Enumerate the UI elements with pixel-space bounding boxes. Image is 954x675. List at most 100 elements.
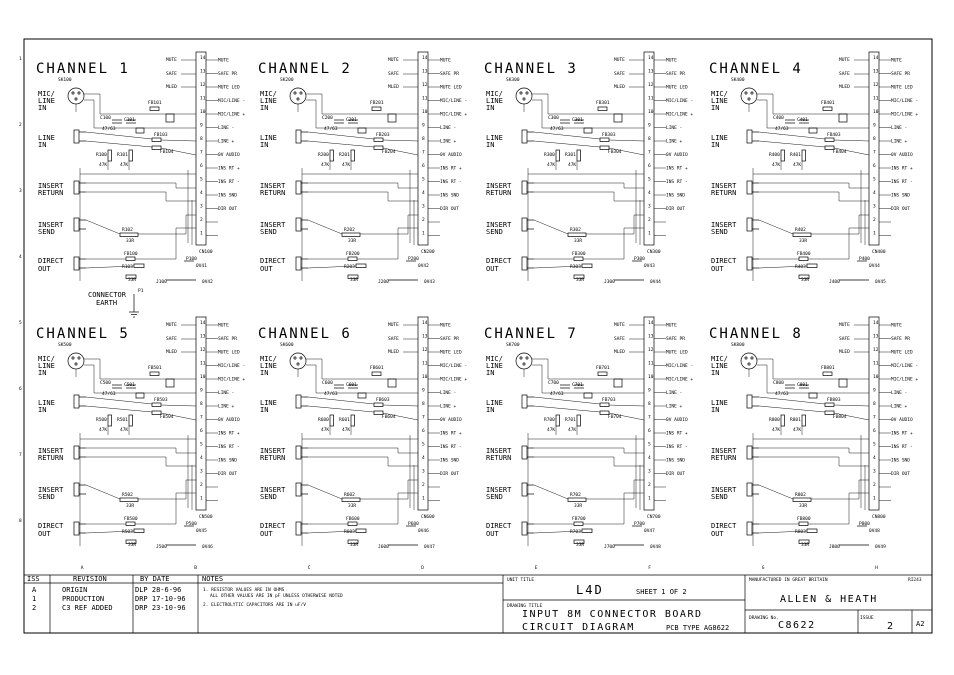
grid-col-f: F <box>648 565 651 571</box>
net-safe: SAFE <box>839 336 850 342</box>
grid-row-4: 4 <box>19 254 22 260</box>
res-b-ref: R701 <box>565 417 576 423</box>
line-in-label-1: LINE <box>486 134 503 142</box>
res-b-val: 47K <box>793 427 801 433</box>
mic-line-label-1: MIC/ <box>486 355 503 363</box>
direct-out-resistor-2 <box>125 539 137 544</box>
pin-name: MIC/LINE - <box>218 98 245 104</box>
direct-ferrite-ref: FB600 <box>346 516 360 522</box>
mic-line-label-1: MIC/ <box>38 90 55 98</box>
rev-0-by: DLP 28-6-96 <box>135 586 181 594</box>
res-a-ref: R400 <box>769 152 780 158</box>
pin-name: DIR OUT <box>891 206 910 212</box>
insert-return-label-1: INSERT <box>486 447 512 455</box>
pin-number: 4 <box>422 190 425 196</box>
jack-net: 0V42 <box>202 279 213 285</box>
pin-number: 13 <box>200 69 206 75</box>
ferrite-1 <box>371 106 382 111</box>
pin-name: MIC/LINE - <box>891 363 918 369</box>
xlr-socket-ref: SK500 <box>58 342 72 348</box>
pin-number: 2 <box>422 482 425 488</box>
pin-name: SAFE PR <box>891 336 910 342</box>
pin-name: LINE - <box>891 390 907 396</box>
rev-0-iss: A <box>32 586 37 594</box>
ferrite-1 <box>597 106 608 111</box>
rev-2-by: DRP 23-10-96 <box>135 604 186 612</box>
issue-label: ISSUE <box>860 615 874 621</box>
pin-number: 2 <box>422 217 425 223</box>
plug-net: 0V47 <box>644 528 655 534</box>
net-mute: MUTE <box>839 322 850 328</box>
pin-name: DIR OUT <box>440 471 459 477</box>
rev-1-desc: PRODUCTION <box>62 595 104 603</box>
xlr-socket-ref: SK200 <box>280 77 294 83</box>
pin-name: SAFE PR <box>218 336 237 342</box>
pin-name: INS RT + <box>891 431 913 437</box>
title-block: ISS REVISION BY DATE NOTES A ORIGIN DLP … <box>24 574 932 633</box>
res-a-ref: R300 <box>544 152 555 158</box>
jack-net: 0V48 <box>650 544 661 550</box>
jack-ref: J300 <box>604 279 615 285</box>
pin-number: 4 <box>648 190 651 196</box>
pin-name: 0V AUDIO <box>666 152 688 158</box>
jack-net: 0V45 <box>875 279 886 285</box>
line-in-label-2: IN <box>711 406 719 414</box>
cap-1-ref: C600 <box>322 380 333 386</box>
note-2: 2. ELECTROLYTIC CAPACITORS ARE IN uF/V <box>203 602 306 608</box>
cap-1-ref: C300 <box>548 115 559 121</box>
pin-number: 14 <box>648 320 654 326</box>
mic-line-label-1: MIC/ <box>486 90 503 98</box>
connector-earth: CONNECTOR EARTH P1 <box>88 288 144 318</box>
pin-name: MIC/LINE - <box>218 363 245 369</box>
pin-number: 9 <box>648 388 651 394</box>
insert-send-label-2: SEND <box>711 493 728 501</box>
pin-number: 14 <box>873 55 879 61</box>
pin-name: MUTE LED <box>891 85 913 91</box>
connector-ref: CN800 <box>872 514 886 520</box>
pin-name: INS SND <box>218 458 237 464</box>
plug-ref: P600 <box>408 521 419 527</box>
channel-5: CHANNEL 5MIC/LINEINLINEININSERTRETURNINS… <box>36 316 245 550</box>
wiring <box>301 358 419 546</box>
pin-name: LINE - <box>218 390 234 396</box>
insert-send-resistor <box>341 497 361 502</box>
mic-line-label-3: IN <box>38 104 46 112</box>
insert-return-label-2: RETURN <box>38 454 63 462</box>
rev-0-desc: ORIGIN <box>62 586 87 594</box>
pin-number: 6 <box>200 163 203 169</box>
pin-name: DIR OUT <box>666 471 685 477</box>
plug-net: 0V45 <box>196 528 207 534</box>
pin-name: INS RT - <box>440 179 462 185</box>
pin-number: 5 <box>422 442 425 448</box>
insert-res-val: 33R <box>574 503 582 509</box>
pin-number: 7 <box>648 150 651 156</box>
ferrite-2-ref: FB403 <box>827 132 841 138</box>
grid-row-3: 3 <box>19 188 22 194</box>
channel-title: CHANNEL 3 <box>484 61 578 77</box>
pin-number: 1 <box>200 496 203 502</box>
pin-number: 10 <box>422 109 428 115</box>
net-mled: MLED <box>614 349 625 355</box>
insert-res-val: 33R <box>799 238 807 244</box>
pin-number: 3 <box>422 469 425 475</box>
pin-number: 9 <box>422 388 425 394</box>
direct-res-ref: R603 <box>344 529 355 535</box>
ferrite-1-ref: FB101 <box>148 100 162 106</box>
insert-res-ref: R602 <box>344 492 355 498</box>
res-b-ref: R601 <box>339 417 350 423</box>
pin-number: 8 <box>648 136 651 142</box>
grid-col-g: G <box>762 565 765 571</box>
net-mute: MUTE <box>614 322 625 328</box>
pin-number: 13 <box>648 69 654 75</box>
mic-line-label-2: LINE <box>486 362 503 370</box>
pin-name: SAFE PR <box>440 336 459 342</box>
ferrite-2-ref: FB703 <box>602 397 616 403</box>
pin-name: MUTE LED <box>218 85 240 91</box>
ferrite-3-ref: FB204 <box>382 149 396 155</box>
jack-ref: J700 <box>604 544 615 550</box>
res-a-ref: R200 <box>318 152 329 158</box>
